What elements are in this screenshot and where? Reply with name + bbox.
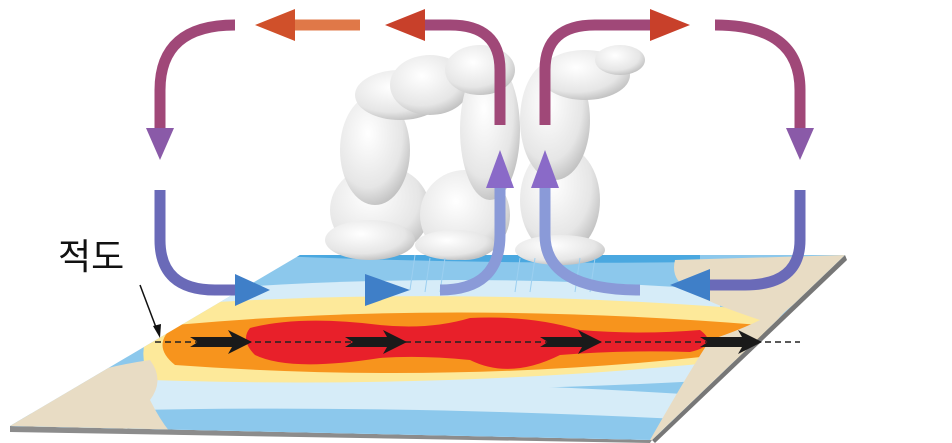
walker-circulation-arrows (146, 9, 814, 306)
western-land (10, 360, 170, 432)
trade-wind-arrows (190, 330, 762, 354)
cloud-icon (325, 45, 645, 265)
equator-label: 적도 (58, 237, 125, 278)
equator-label-pointer (139, 284, 161, 338)
